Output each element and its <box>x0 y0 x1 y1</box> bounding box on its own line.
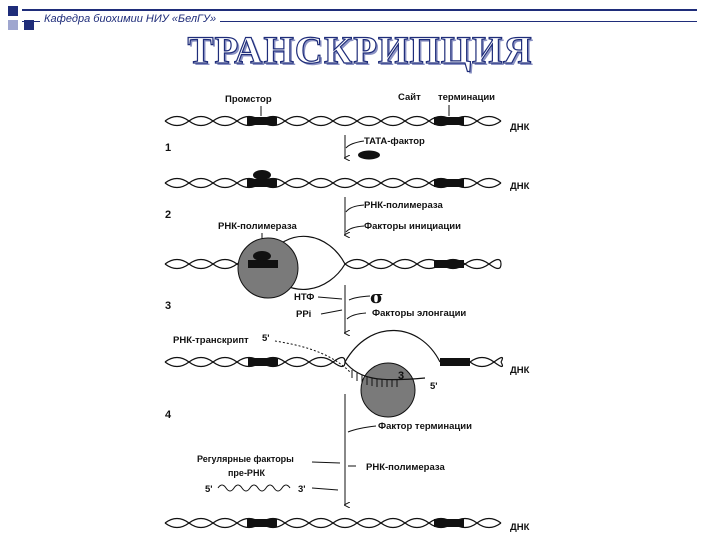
rna-polymerase-label-right: РНК-полимераза <box>364 200 443 211</box>
ntp-label: НТФ <box>294 292 314 303</box>
tata-factor-label: TATA-фактор <box>364 136 425 147</box>
pre-rna-label: пре-РНК <box>228 468 265 478</box>
dna-helix-top <box>164 115 502 127</box>
promoter-label: Промстор <box>225 94 272 105</box>
term-pointer <box>347 425 377 433</box>
pre-rna-arrow <box>311 487 339 491</box>
sigma-label: σ <box>370 287 383 308</box>
rna-transcript-label: РНК-транскрипт <box>173 335 249 346</box>
corner-square-dark <box>8 6 18 16</box>
site-label: Сайт <box>398 92 421 103</box>
step-1-label: 1 <box>165 142 171 154</box>
corner-square-light <box>8 20 18 30</box>
tata-bound <box>253 251 271 261</box>
term-factor-label: Фактор терминации <box>378 421 472 432</box>
rna-transcript-strand <box>274 340 351 373</box>
step-4-label: 4 <box>165 409 172 421</box>
ntp-arrow <box>317 296 343 300</box>
step-2-label: 2 <box>165 209 171 221</box>
dna-helix-1 <box>164 170 502 189</box>
five-prime-top: 5' <box>262 333 270 344</box>
rnap-pointer <box>345 204 365 213</box>
dna-helix-2 <box>164 235 502 290</box>
hybrid-ticks <box>351 370 398 387</box>
elong-pointer <box>346 312 367 320</box>
template-strand <box>344 361 426 381</box>
tata-pointer <box>345 140 365 149</box>
init-pointer <box>345 225 365 233</box>
corner-square-dark <box>24 20 34 30</box>
page-title: ТРАНСКРИПЦИЯ <box>187 28 533 72</box>
dna-label-4: ДНК <box>510 522 530 533</box>
three-label: 3 <box>398 370 404 382</box>
rna-polymerase-elong <box>360 362 416 418</box>
termination-label: терминации <box>438 92 495 103</box>
reg-factors-label: Регулярные факторы <box>197 454 294 464</box>
reg-arrow <box>311 461 341 464</box>
rna-polymerase-label-left: РНК-полимераза <box>218 221 297 232</box>
elong-factors-label: Факторы элонгации <box>372 308 466 319</box>
rna-polymerase-label-4: РНК-полимераза <box>366 462 445 473</box>
init-factors-label: Факторы инициации <box>364 221 461 232</box>
dna-label-2: ДНК <box>510 181 530 192</box>
five-prime-right: 5' <box>430 381 438 392</box>
dna-label-1: ДНК <box>510 122 530 133</box>
step-3-label: 3 <box>165 300 171 312</box>
ppi-label: PPi <box>296 309 311 320</box>
three-prime-pre-rna: 3' <box>298 484 306 495</box>
pre-rna-squiggle <box>217 484 291 492</box>
tata-factor-blob <box>358 150 380 160</box>
ppi-arrow <box>320 309 343 315</box>
dna-helix-bottom <box>164 517 502 529</box>
sigma-pointer <box>348 295 371 301</box>
five-prime-pre-rna: 5' <box>205 484 213 495</box>
dna-helix-3 <box>164 329 504 368</box>
dna-label-3: ДНК <box>510 365 530 376</box>
department-label: Кафедра биохимии НИУ «БелГУ» <box>40 13 221 25</box>
promoter-block <box>248 260 278 268</box>
